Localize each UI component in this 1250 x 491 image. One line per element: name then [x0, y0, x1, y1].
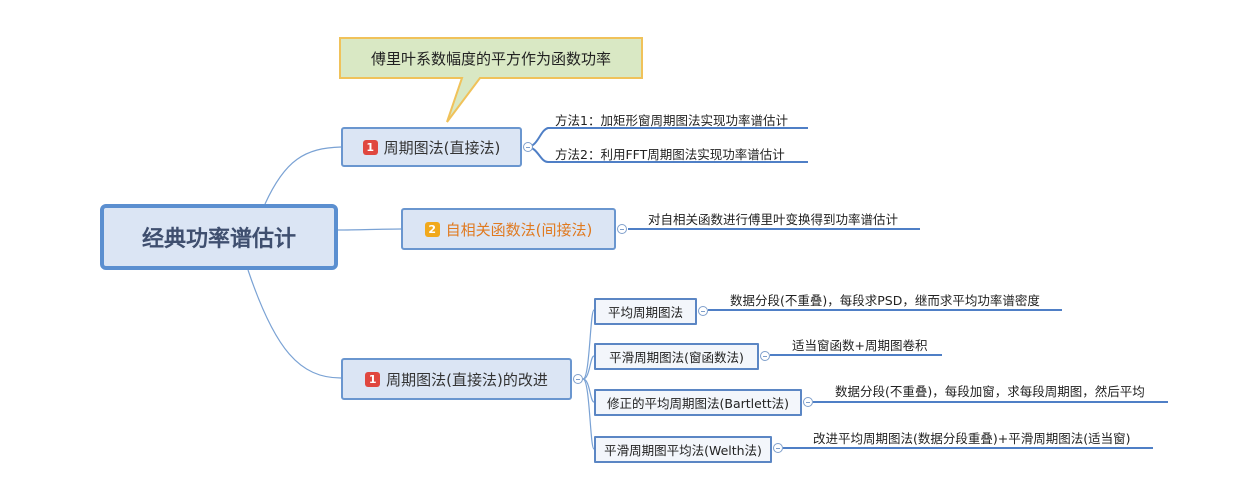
callout-bubble: [339, 37, 643, 123]
leaf-autocorrelation[interactable]: 对自相关函数进行傅里叶变换得到功率谱估计: [648, 212, 899, 227]
collapse-toggle-icon[interactable]: [573, 374, 583, 384]
leaf-method-1[interactable]: 方法1：加矩形窗周期图法实现功率谱估计: [555, 113, 788, 128]
sub-smoothed-periodogram[interactable]: 平滑周期图法(窗函数法): [594, 343, 759, 370]
priority-badge: 2: [424, 221, 440, 237]
branch-periodogram[interactable]: 1 周期图法(直接法): [341, 127, 522, 167]
collapse-toggle-icon[interactable]: [803, 397, 813, 407]
branch-label: 自相关函数法(间接法): [445, 220, 593, 239]
leaf-welch-method[interactable]: 改进平均周期图法(数据分段重叠)+平滑周期图法(适当窗): [813, 431, 1131, 446]
collapse-toggle-icon[interactable]: [760, 351, 770, 361]
collapse-toggle-icon[interactable]: [617, 224, 627, 234]
leaf-average-periodogram[interactable]: 数据分段(不重叠)，每段求PSD，继而求平均功率谱密度: [730, 293, 1040, 308]
leaf-bartlett-method[interactable]: 数据分段(不重叠)，每段加窗，求每段周期图，然后平均: [835, 384, 1145, 399]
sub-average-periodogram[interactable]: 平均周期图法: [594, 298, 697, 325]
sub-bartlett-method[interactable]: 修正的平均周期图法(Bartlett法): [594, 389, 802, 416]
branch-periodogram-improved[interactable]: 1 周期图法(直接法)的改进: [341, 358, 572, 400]
priority-badge: 1: [365, 371, 381, 387]
collapse-toggle-icon[interactable]: [523, 142, 533, 152]
collapse-toggle-icon[interactable]: [773, 443, 783, 453]
branch-label: 周期图法(直接法): [383, 138, 501, 157]
sub-welch-method[interactable]: 平滑周期图平均法(Welth法): [594, 436, 772, 463]
leaf-method-2[interactable]: 方法2：利用FFT周期图法实现功率谱估计: [555, 147, 785, 162]
collapse-toggle-icon[interactable]: [698, 306, 708, 316]
leaf-smoothed-periodogram[interactable]: 适当窗函数+周期图卷积: [792, 338, 928, 353]
priority-badge: 1: [362, 139, 378, 155]
root-topic[interactable]: 经典功率谱估计: [100, 204, 338, 270]
callout-note: 傅里叶系数幅度的平方作为函数功率: [370, 49, 611, 68]
branch-autocorrelation[interactable]: 2 自相关函数法(间接法): [401, 208, 616, 250]
branch-label: 周期图法(直接法)的改进: [386, 370, 548, 389]
